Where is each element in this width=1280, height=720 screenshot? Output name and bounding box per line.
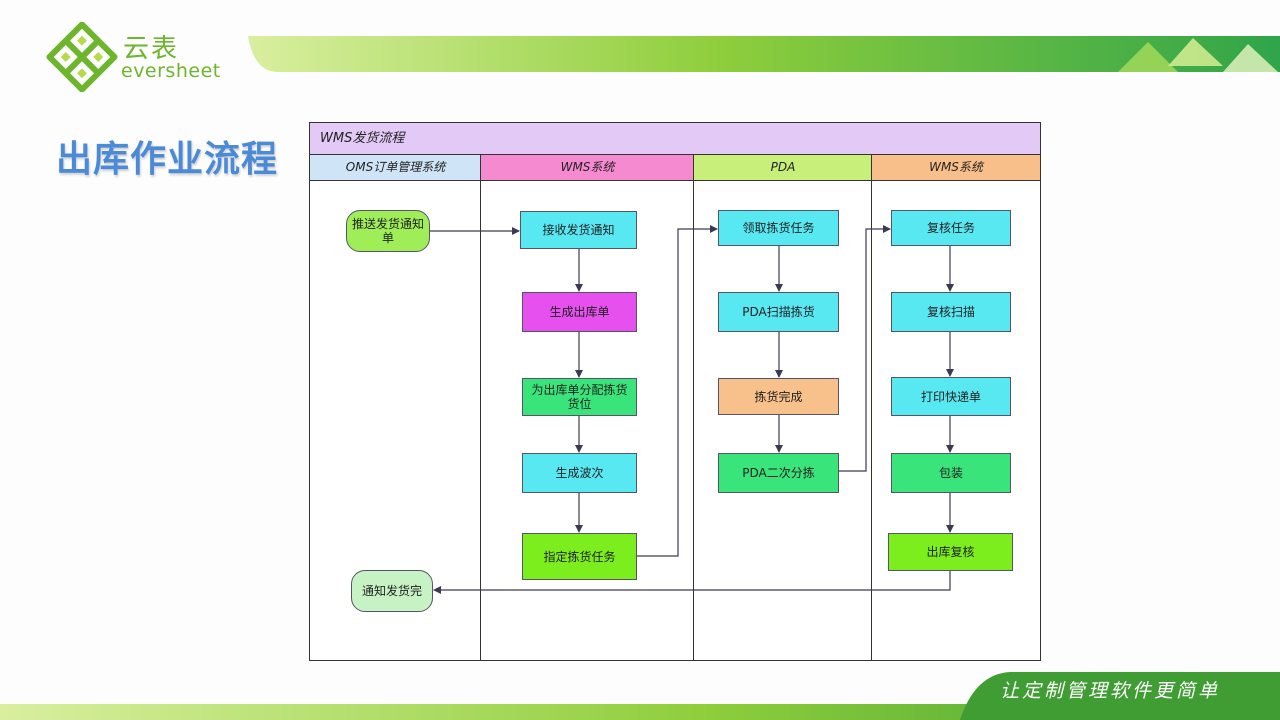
lane-divider bbox=[480, 155, 481, 660]
node-allocate-location: 为出库单分配拣货货位 bbox=[522, 378, 637, 416]
node-create-wave: 生成波次 bbox=[522, 453, 637, 493]
lane-divider bbox=[871, 155, 872, 660]
page-title: 出库作业流程 bbox=[56, 139, 279, 180]
node-review-task: 复核任务 bbox=[891, 210, 1011, 246]
lane-header-wms-1: WMS系统 bbox=[481, 155, 694, 181]
node-receive-notice: 接收发货通知 bbox=[520, 211, 637, 249]
node-print-waybill: 打印快递单 bbox=[891, 377, 1011, 416]
node-get-picking-task: 领取拣货任务 bbox=[718, 210, 839, 246]
lane-header-pda: PDA bbox=[694, 155, 872, 181]
lane-header-wms-2: WMS系统 bbox=[872, 155, 1040, 181]
footer-banner bbox=[0, 672, 1280, 720]
node-pick-done: 拣货完成 bbox=[718, 378, 839, 415]
node-notify-done: 通知发货完 bbox=[351, 570, 433, 612]
lane-header-oms: OMS订单管理系统 bbox=[310, 155, 481, 181]
brand-name-cn: 云表 bbox=[123, 34, 180, 64]
slogan: 让定制管理软件更简单 bbox=[1000, 680, 1221, 702]
node-review-scan: 复核扫描 bbox=[891, 292, 1011, 332]
diagram-title: WMS发货流程 bbox=[310, 123, 1040, 155]
node-outbound-review: 出库复核 bbox=[888, 533, 1013, 571]
node-push-notice: 推送发货通知单 bbox=[346, 210, 430, 252]
eversheet-logo bbox=[46, 22, 118, 92]
lane-divider bbox=[693, 155, 694, 660]
header-banner bbox=[248, 36, 1280, 72]
node-pda-scan-pick: PDA扫描拣货 bbox=[718, 292, 839, 332]
node-create-outbound: 生成出库单 bbox=[522, 292, 637, 332]
node-assign-picking: 指定拣货任务 bbox=[522, 533, 637, 580]
node-pack: 包装 bbox=[891, 453, 1011, 493]
node-pda-sort: PDA二次分拣 bbox=[718, 453, 839, 493]
brand-name-en: eversheet bbox=[121, 60, 221, 82]
